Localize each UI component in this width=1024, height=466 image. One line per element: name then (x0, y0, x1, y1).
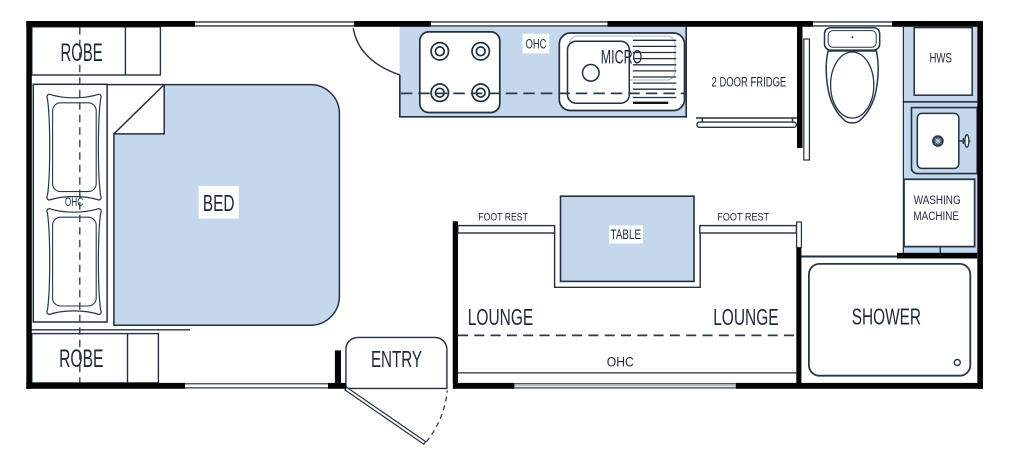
svg-text:WASHING: WASHING (914, 193, 961, 207)
svg-text:TABLE: TABLE (611, 227, 642, 242)
svg-text:ROBE: ROBE (61, 39, 103, 67)
svg-text:LOUNGE: LOUNGE (713, 304, 778, 330)
svg-text:MICRO: MICRO (601, 47, 643, 69)
svg-text:HWS: HWS (930, 50, 952, 66)
svg-text:OHC: OHC (526, 36, 547, 51)
svg-text:SHOWER: SHOWER (852, 304, 921, 330)
svg-text:ENTRY: ENTRY (371, 346, 422, 372)
svg-text:2 DOOR FRIDGE: 2 DOOR FRIDGE (712, 75, 787, 91)
svg-text:ROBE: ROBE (59, 345, 103, 373)
svg-text:MACHINE: MACHINE (913, 209, 959, 223)
svg-text:OHC: OHC (65, 197, 83, 209)
svg-text:LOUNGE: LOUNGE (468, 304, 533, 330)
svg-text:OHC: OHC (607, 353, 634, 369)
svg-text:BED: BED (203, 190, 235, 216)
svg-text:FOOT REST: FOOT REST (478, 212, 528, 224)
svg-text:FOOT REST: FOOT REST (717, 212, 769, 224)
